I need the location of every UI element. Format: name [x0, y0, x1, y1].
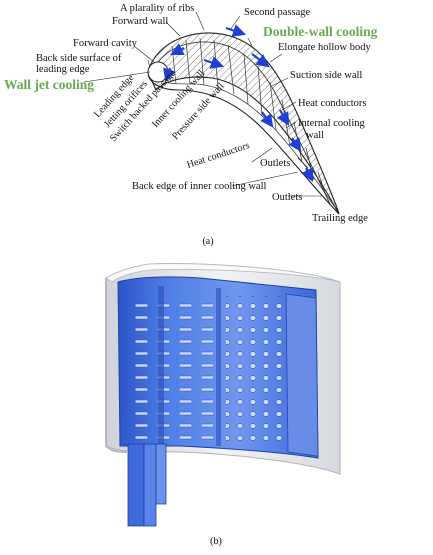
label-double-wall-cooling: Double-wall cooling	[263, 24, 378, 39]
label-wall-jet-cooling: Wall jet cooling	[4, 77, 94, 92]
label-internal-cooling-wall-line2: wall	[306, 130, 324, 141]
inlet-stem-right	[143, 443, 157, 527]
shell-rim	[105, 263, 341, 283]
label-forward-wall: Forward wall	[112, 16, 168, 27]
blade-outer-wall	[147, 32, 340, 215]
caption-a: (a)	[202, 236, 213, 247]
shell-front-edge	[105, 278, 129, 453]
label-back-edge-inner-cooling-wall: Back edge of inner cooling wall	[132, 181, 266, 192]
flow-arrows	[163, 24, 313, 182]
internal-rib-2	[216, 288, 221, 446]
label-back-side-surface-line2: leading edge	[36, 64, 90, 75]
label-suction-side-wall: Suction side wall	[290, 70, 362, 81]
label-plurality-of-ribs: A plarality of ribs	[120, 3, 194, 14]
label-forward-cavity: Forward cavity	[73, 38, 138, 49]
caption-b: (b)	[210, 536, 222, 547]
pin-fin-array	[226, 296, 284, 442]
label-back-side-surface-line1: Back side surface of	[36, 53, 122, 64]
film-slots	[134, 296, 218, 442]
trailing-panel	[285, 293, 319, 457]
label-outlets-2: Outlets	[272, 192, 302, 203]
inlet-stem-left	[127, 443, 145, 527]
leader-lines	[83, 11, 322, 197]
label-outlets-1: Outlets	[260, 158, 290, 169]
panel-a-diagram: A plarality of ribs Forward wall Second …	[4, 3, 378, 247]
inlet-stem-tail	[155, 443, 167, 505]
label-internal-cooling-wall-line1: Internal cooling	[298, 118, 366, 129]
internal-rib	[158, 286, 164, 446]
panel-b-render: (b)	[105, 263, 341, 547]
label-heat-conductors-right: Heat conductors	[298, 98, 367, 109]
label-second-passage: Second passage	[244, 7, 311, 18]
label-heat-conductors-left: Heat conductors	[186, 140, 252, 171]
label-elongate-hollow-body: Elongate hollow body	[278, 42, 371, 53]
label-trailing-edge: Trailing edge	[312, 213, 368, 224]
